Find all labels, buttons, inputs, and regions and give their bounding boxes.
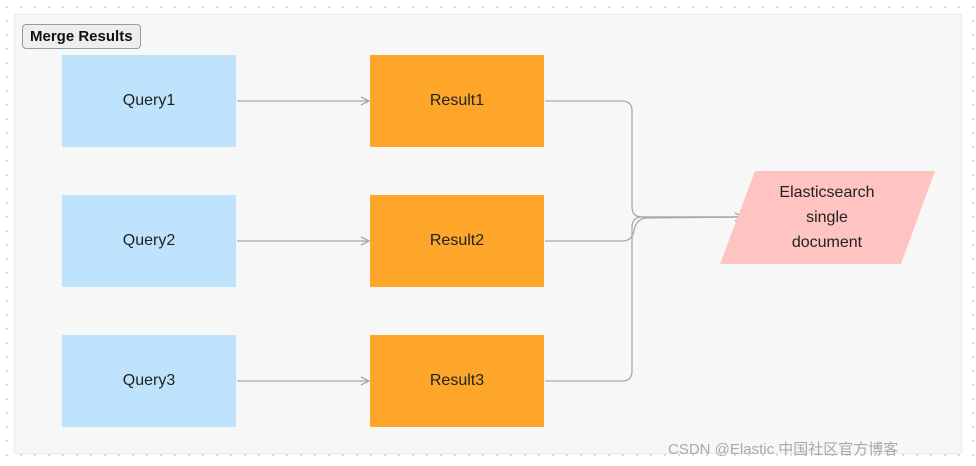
query1-box[interactable]: Query1	[62, 55, 236, 147]
result2-label: Result2	[429, 232, 485, 249]
query3-box[interactable]: Query3	[62, 335, 236, 427]
target-line-2: single	[806, 209, 848, 226]
frame-title[interactable]: Merge Results	[22, 24, 141, 49]
result2-box[interactable]: Result2	[370, 195, 544, 287]
result3-box[interactable]: Result3	[370, 335, 544, 427]
target-parallelogram[interactable]	[720, 171, 935, 264]
query2-box[interactable]: Query2	[62, 195, 236, 287]
target-line-1: Elasticsearch	[779, 184, 875, 201]
watermark: CSDN @Elastic 中国社区官方博客	[668, 441, 899, 458]
target-label: Elasticsearch single document	[742, 180, 912, 255]
connector-result1-target	[545, 100, 743, 217]
target-line-3: document	[791, 234, 863, 251]
connector-result3-target	[545, 216, 743, 382]
result3-label: Result3	[429, 372, 485, 389]
query3-label: Query3	[122, 372, 176, 389]
query1-label: Query1	[122, 92, 176, 109]
result1-label: Result1	[429, 92, 485, 109]
connector-result2-target	[545, 216, 744, 242]
result1-box[interactable]: Result1	[370, 55, 544, 147]
query2-label: Query2	[122, 232, 176, 249]
